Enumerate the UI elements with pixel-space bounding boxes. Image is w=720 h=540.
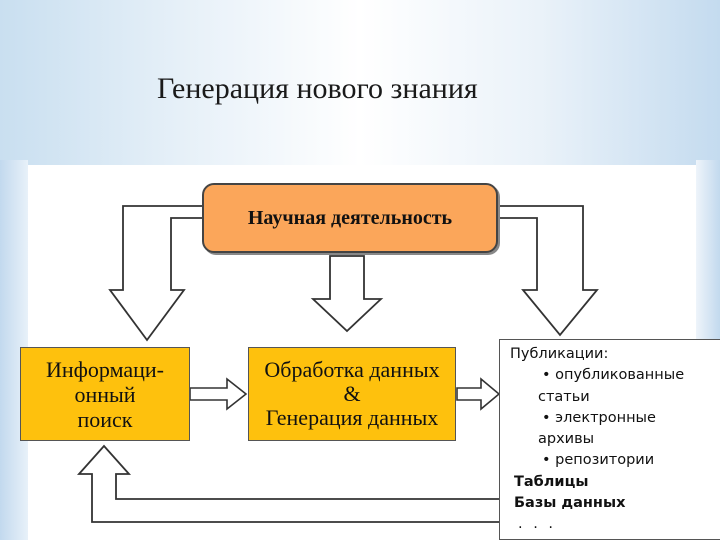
- background-gradient-top: [0, 0, 720, 165]
- bullet-icon: •: [542, 452, 551, 469]
- node-publications: Публикации: • опубликованные статьи • эл…: [499, 339, 720, 540]
- publications-item-continuation: архивы: [538, 431, 595, 448]
- arrow-to-publications: [498, 205, 599, 337]
- publications-item-electronic: • электронные: [510, 408, 720, 429]
- node-data-processing-line2: &: [343, 381, 361, 406]
- publications-item-label: опубликованные: [555, 367, 685, 384]
- node-information-search-line3: поиск: [77, 406, 133, 432]
- node-scientific-activity-label: Научная деятельность: [247, 206, 453, 229]
- arrow-to-info-search: [108, 205, 203, 342]
- bullet-icon: •: [542, 409, 551, 426]
- node-scientific-activity: Научная деятельность: [202, 183, 498, 253]
- node-information-search-line2: онный: [74, 381, 136, 407]
- arrow-search-to-processing: [189, 377, 248, 411]
- node-data-processing-line3: Генерация данных: [265, 405, 439, 430]
- publications-item-label: репозитории: [555, 452, 655, 469]
- publications-item-published: • опубликованные: [510, 365, 720, 386]
- publications-item-repositories: • репозитории: [510, 450, 720, 471]
- publications-databases: Базы данных: [514, 495, 626, 512]
- publications-item-continuation: статьи: [538, 388, 590, 405]
- publications-ellipsis: . . .: [518, 516, 557, 533]
- arrow-processing-to-publications: [456, 377, 501, 411]
- node-information-search: Информаци- онный поиск: [20, 347, 190, 441]
- node-data-processing-line1: Обработка данных: [264, 357, 440, 382]
- arrow-to-processing: [310, 255, 384, 333]
- node-data-processing: Обработка данных & Генерация данных: [248, 347, 456, 441]
- bullet-icon: •: [542, 367, 551, 384]
- node-information-search-line1: Информаци-: [46, 356, 164, 382]
- publications-heading: Публикации:: [510, 346, 609, 362]
- publications-item-label: электронные: [555, 409, 656, 426]
- arrow-feedback-loop: [76, 444, 499, 523]
- page-title: Генерация нового знания: [157, 72, 478, 105]
- publications-tables: Таблицы: [514, 473, 589, 490]
